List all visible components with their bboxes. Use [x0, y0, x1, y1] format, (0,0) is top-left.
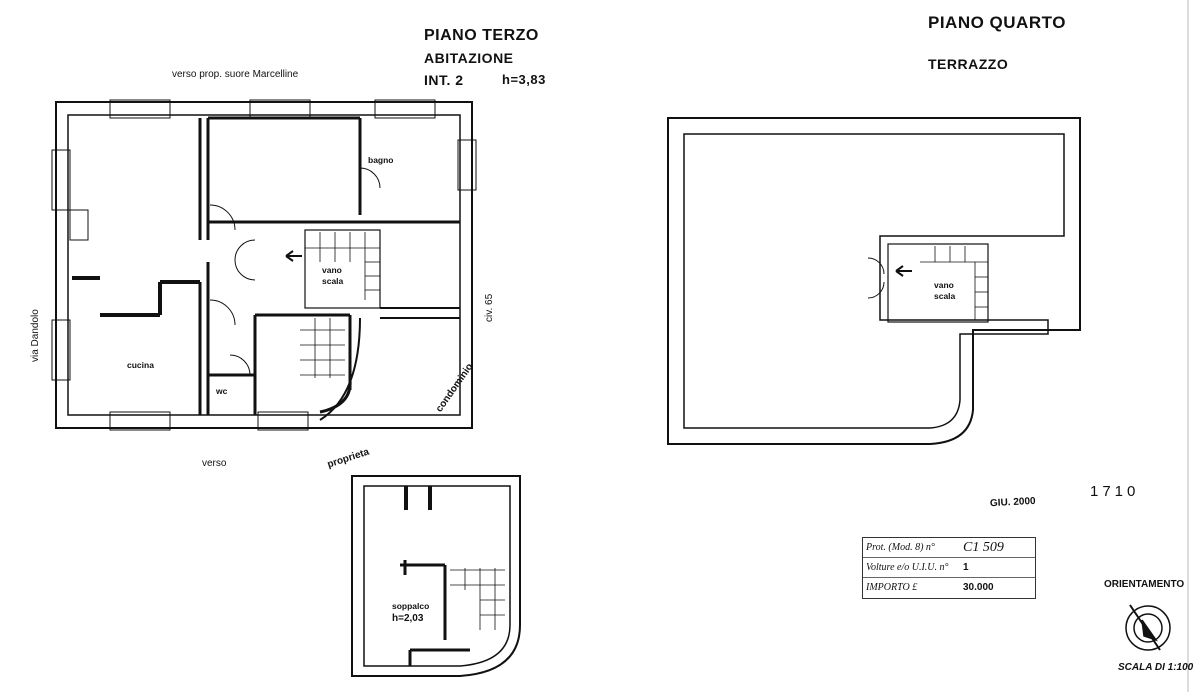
- terrazzo-label: TERRAZZO: [928, 56, 1009, 72]
- room-bagno: bagno: [368, 155, 394, 165]
- terrazzo-outline: [667, 117, 1081, 445]
- doors-piano-terzo: [209, 167, 381, 376]
- room-scala-quarto: scala: [934, 291, 956, 301]
- soppalco-height: h=2,03: [392, 613, 424, 624]
- apartment-outline: [55, 101, 473, 429]
- entrance-arrow-quarto: [895, 265, 912, 277]
- importo-value: 30.000: [963, 582, 994, 593]
- surrounding-left: via Dandolo: [30, 309, 41, 362]
- windows-piano-terzo: [51, 99, 477, 431]
- importo-label: IMPORTO £: [866, 582, 918, 593]
- room-cucina: cucina: [127, 360, 154, 370]
- room-soppalco: soppalco: [392, 601, 430, 611]
- piano-terzo-title: PIANO TERZO: [424, 27, 539, 44]
- importo-row: IMPORTO £ 30.000: [863, 578, 1035, 597]
- int-label: INT. 2: [424, 72, 464, 88]
- prot-value: C1 509: [963, 540, 1004, 555]
- compass-icon: [1125, 604, 1171, 651]
- scale-label: SCALA DI 1:100: [1118, 662, 1194, 673]
- prot-row: Prot. (Mod. 8) n° C1 509: [863, 538, 1035, 558]
- stairs-soppalco: [450, 568, 505, 630]
- room-vano-quarto: vano: [934, 280, 954, 290]
- volture-row: Volture e/o U.I.U. n° 1: [863, 558, 1035, 578]
- stamp-number: 1710: [1090, 483, 1140, 500]
- height-label: h=3,83: [502, 72, 546, 87]
- room-scala: scala: [322, 276, 344, 286]
- orientation-label: ORIENTAMENTO: [1104, 579, 1185, 590]
- surrounding-top: verso prop. suore Marcelline: [172, 69, 299, 80]
- volture-value: 1: [963, 562, 969, 573]
- prot-label: Prot. (Mod. 8) n°: [866, 542, 935, 553]
- verso-label: verso: [202, 458, 227, 469]
- room-wc: wc: [216, 386, 228, 396]
- stairs-piano-terzo: [300, 232, 380, 378]
- volture-label: Volture e/o U.I.U. n°: [866, 562, 949, 573]
- soppalco-outline: [351, 475, 521, 677]
- abitazione-label: ABITAZIONE: [424, 50, 514, 66]
- entrance-arrow: [285, 250, 302, 262]
- piano-quarto-title: PIANO QUARTO: [928, 13, 1066, 32]
- room-vano: vano: [322, 265, 342, 275]
- protocol-stamp: Prot. (Mod. 8) n° C1 509 Volture e/o U.I…: [862, 537, 1036, 599]
- civ-label: civ. 65: [484, 293, 495, 322]
- stairs-piano-quarto: [920, 246, 988, 320]
